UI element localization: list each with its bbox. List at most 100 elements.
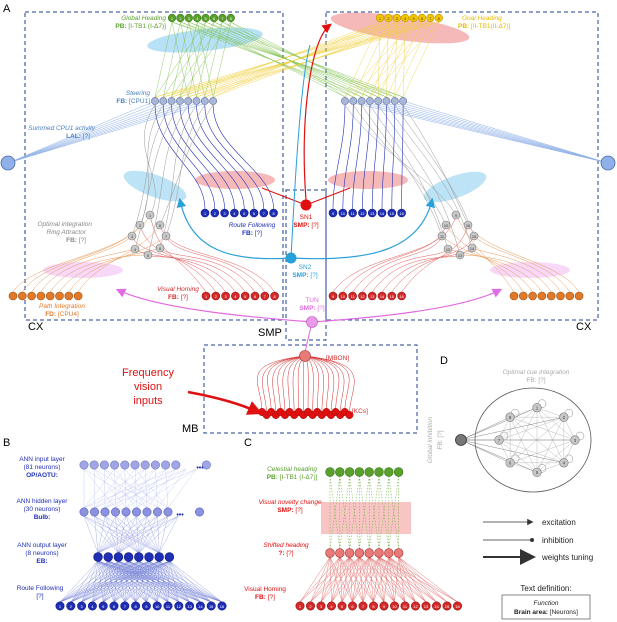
- pi-right-neuron: [556, 291, 565, 301]
- kc-mbon-wire: [282, 355, 306, 416]
- output-route-wire: [70, 560, 170, 603]
- pi-left-neuron: [17, 291, 27, 301]
- inhibition-d-wire: [460, 439, 538, 473]
- rf-right-neuron: [387, 208, 397, 218]
- homing-c-neuron-num: 13: [424, 604, 429, 609]
- homing-c-neuron-num: 16: [455, 604, 460, 609]
- vh-left-neuron: [250, 291, 260, 301]
- shifted-neuron: [344, 548, 355, 558]
- steer-left-neuron: [209, 97, 217, 105]
- celestial-shift-wire: [349, 475, 360, 550]
- hidden-output-wire: [83, 515, 139, 554]
- ring-wire: [353, 104, 447, 226]
- kc-mbon-wire: [304, 355, 319, 413]
- homing-c-neuron-num: 11: [403, 604, 408, 609]
- homing-c-neuron-num: 4: [330, 604, 333, 609]
- goal-neuron-num: 5: [413, 17, 415, 21]
- rf-wire: [154, 104, 206, 210]
- shift-homing-wire: [349, 556, 374, 603]
- output-route-wire: [138, 560, 201, 603]
- hidden-output-wire: [97, 515, 116, 554]
- pi-wire: [471, 247, 561, 293]
- gh-neuron: [184, 13, 193, 23]
- output-route-wire: [59, 560, 150, 603]
- output-route-wire: [148, 560, 169, 603]
- output-route-wire: [118, 560, 201, 603]
- panel-label-c: C: [244, 437, 252, 449]
- ring-right-neuron: [467, 243, 477, 253]
- global-heading-area: PB: [I-TB1 (I-Δ7)]: [115, 23, 166, 30]
- goal-neuron-num: 3: [396, 17, 398, 21]
- pi-wire: [455, 214, 515, 293]
- vh-right-neuron-num: 11: [351, 295, 355, 299]
- output-route-wire: [159, 560, 201, 603]
- shift-homing-wire: [362, 556, 380, 603]
- ring-right-neuron: [441, 220, 451, 230]
- goal-neuron: [417, 13, 427, 23]
- output-route-wire: [97, 560, 179, 603]
- route-following-area: FB: [?]: [242, 230, 262, 237]
- celestial-shift-wire: [388, 475, 399, 550]
- goal-neuron: [384, 13, 393, 23]
- output-route-wire: [97, 560, 147, 603]
- output-route-wire: [159, 560, 179, 603]
- output-route-wire: [159, 560, 223, 603]
- route-b-neuron-num: 14: [198, 604, 203, 609]
- gh-wire: [154, 21, 173, 98]
- output-route-wire: [81, 560, 109, 603]
- shift-homing-wire: [299, 556, 331, 603]
- ring-d-wire: [498, 439, 538, 473]
- gh-wire: [171, 21, 223, 98]
- output-route-wire: [138, 560, 179, 603]
- input-hidden-wire: [134, 468, 169, 509]
- ring-right-neuron-num: 9: [455, 214, 457, 218]
- homing-c-neuron: [368, 601, 378, 611]
- output-route-wire: [59, 560, 139, 603]
- kc-mbon-wire: [262, 355, 306, 416]
- goal-neuron: [392, 13, 401, 23]
- tun-label: TUN: [305, 297, 319, 304]
- output-route-wire: [108, 560, 158, 603]
- ann-input-label: ANN input layer: [19, 456, 65, 463]
- novelty-label: Visual novelty change: [258, 499, 322, 506]
- output-route-wire: [169, 560, 212, 603]
- hidden-output-wire: [83, 515, 160, 554]
- output-route-wire: [108, 560, 190, 603]
- steer-right-neuron: [390, 97, 399, 105]
- route-b-label: Route Following: [17, 585, 64, 592]
- output-route-wire: [92, 560, 109, 603]
- output-route-wire: [103, 560, 139, 603]
- text-def-function: Function: [534, 600, 559, 607]
- cx-right-box: [325, 11, 599, 321]
- smp-label: SMP: [258, 327, 282, 339]
- vh-left-neuron: [240, 291, 250, 301]
- pi-wire: [40, 248, 136, 293]
- output-route-wire: [169, 560, 179, 603]
- ann-input-neuron: [120, 460, 130, 470]
- goal-wire: [353, 21, 423, 98]
- rf-left-neuron: [230, 208, 239, 218]
- shift-homing-wire: [359, 556, 395, 603]
- homing-c-neuron-num: 3: [320, 604, 323, 609]
- ring-right-neuron: [463, 220, 473, 230]
- output-route-wire: [113, 560, 170, 603]
- ring-d-neuron-num: 4: [563, 461, 566, 466]
- pi-left-neuron: [45, 291, 55, 301]
- ring-d-neuron-num: 8: [509, 415, 512, 420]
- pi-right-neuron: [509, 291, 519, 301]
- steer-left-neuron: [159, 97, 168, 105]
- rf-right-neuron-num: 13: [370, 212, 374, 216]
- route-b-neuron-num: 16: [220, 604, 225, 609]
- ring-left-neuron-num: 5: [147, 254, 149, 258]
- steer-right-neuron: [382, 97, 391, 105]
- ann-input-neuron: [89, 460, 99, 470]
- ring-d-neuron: [570, 435, 580, 445]
- hidden-ellipsis: •••: [176, 512, 184, 519]
- cx-right-label: CX: [576, 321, 592, 333]
- optimal-cue-title: Optimal cue integration: [503, 369, 570, 376]
- ring-right-neuron: [437, 231, 447, 241]
- ring-right-neuron: [451, 210, 461, 220]
- homing-c-neuron-num: 5: [341, 604, 344, 609]
- shift-homing-wire: [383, 556, 389, 603]
- shift-homing-wire: [349, 556, 395, 603]
